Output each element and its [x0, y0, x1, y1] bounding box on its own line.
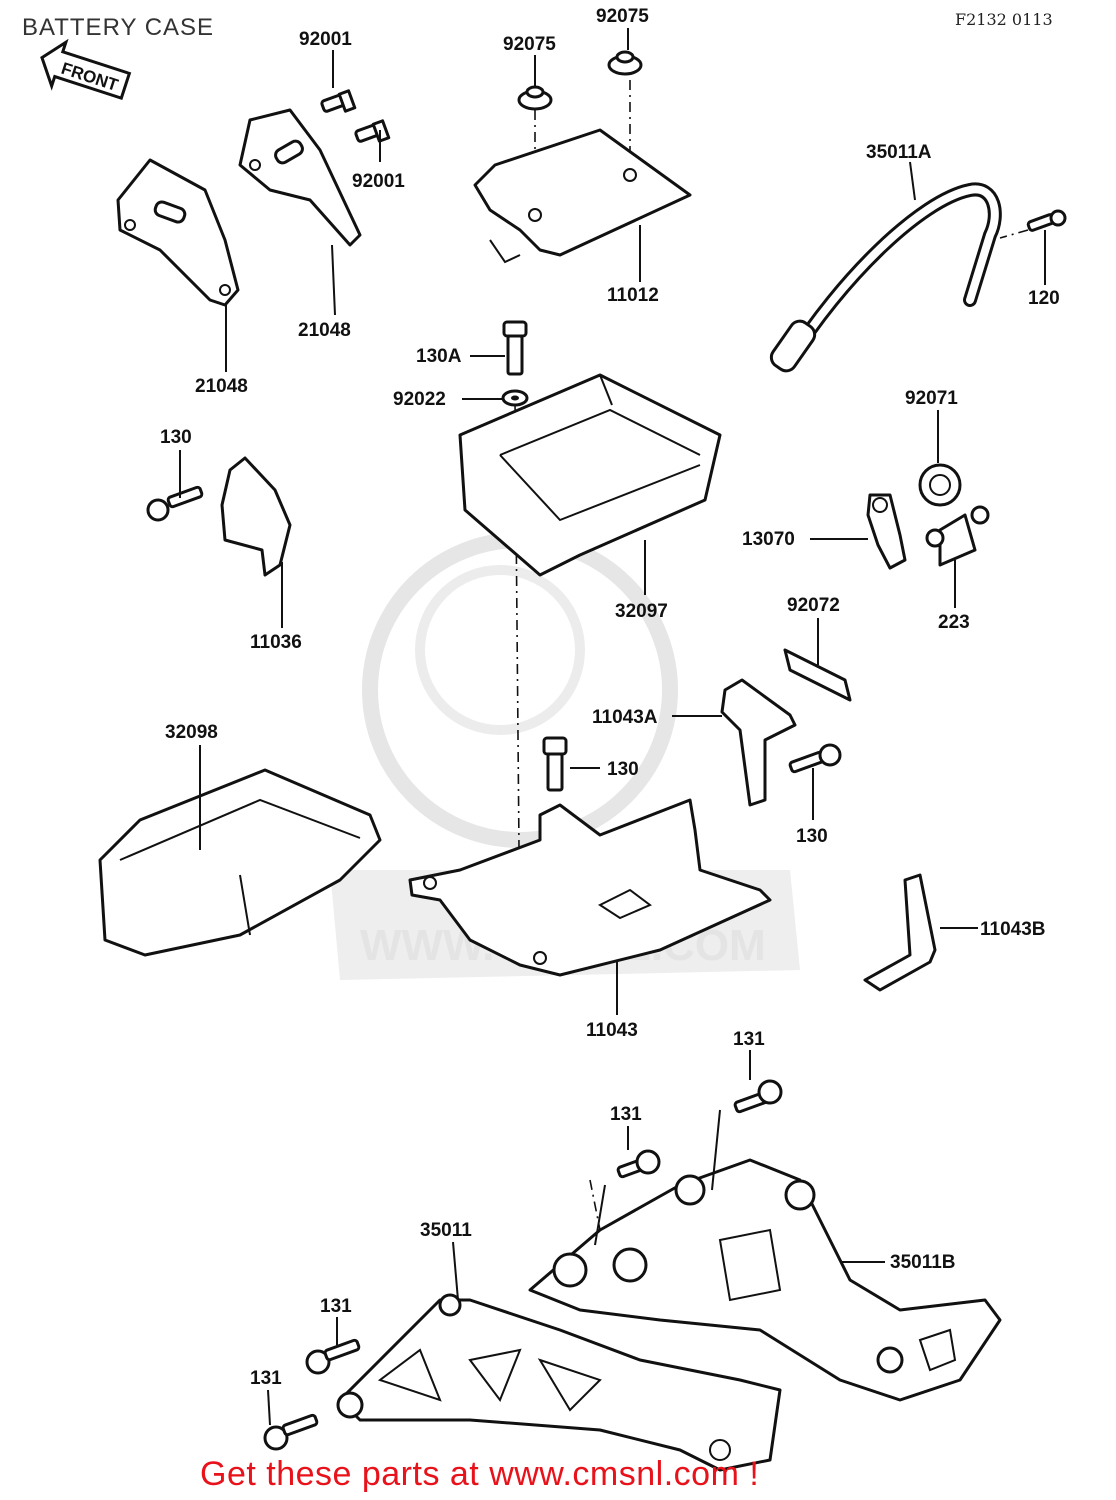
label-92001-b: 92001: [352, 171, 405, 192]
label-92072: 92072: [787, 595, 840, 616]
bracket-11043B: [863, 873, 937, 992]
leader-lines: [179, 28, 1046, 1426]
label-13070: 13070: [742, 529, 795, 550]
bolt-92001-a: [320, 89, 357, 113]
assembly-centerlines: [514, 80, 1029, 1231]
label-130-right: 130: [796, 826, 828, 847]
cover-11012: [473, 128, 692, 264]
washer-92022: [501, 389, 529, 407]
terminal-13070: [866, 493, 907, 570]
drawing-reference: F2132 0113: [955, 10, 1053, 29]
footer-link-text[interactable]: Get these parts at www.cmsnl.com !: [200, 1455, 760, 1493]
label-131-b: 131: [610, 1104, 642, 1125]
bracket-21048-right: [238, 108, 362, 247]
label-32097: 32097: [615, 601, 668, 622]
bolt-130-left: [146, 485, 204, 522]
label-35011: 35011: [420, 1220, 472, 1241]
label-11036: 11036: [250, 632, 302, 653]
bolt-130-right: [788, 743, 842, 774]
label-35011B: 35011B: [890, 1252, 956, 1273]
bolt-131-c: [305, 1338, 361, 1375]
bolt-130A: [502, 320, 528, 376]
stay-rod-35011A: [769, 182, 1002, 373]
frame-bracket-35011B: [528, 1158, 1002, 1402]
bracket-11043: [408, 798, 772, 977]
bolt-131-d: [263, 1413, 319, 1451]
grommet-92075-a: [517, 85, 553, 111]
battery-case-32097: [458, 373, 722, 577]
label-92075-a: 92075: [503, 34, 556, 55]
label-131-c: 131: [320, 1296, 352, 1317]
label-11012: 11012: [607, 285, 659, 306]
label-130A: 130A: [416, 346, 462, 367]
label-130-left: 130: [160, 427, 192, 448]
front-arrow-icon: FRONT: [40, 38, 132, 101]
label-120: 120: [1028, 288, 1060, 309]
label-35011A: 35011A: [866, 142, 932, 163]
screw-223: [925, 505, 990, 567]
bolt-92001-b: [354, 119, 391, 143]
label-223: 223: [938, 612, 970, 633]
bracket-21048-left: [116, 158, 240, 307]
label-11043: 11043: [586, 1020, 638, 1041]
label-11043B: 11043B: [980, 919, 1046, 940]
bolt-131-b: [616, 1149, 661, 1179]
label-11043A: 11043A: [592, 707, 658, 728]
page-title: BATTERY CASE: [22, 14, 215, 41]
damper-92071: [918, 463, 962, 507]
label-32098: 32098: [165, 722, 218, 743]
battery-case-32098: [98, 768, 382, 957]
label-131-d: 131: [250, 1368, 282, 1389]
label-92075-b: 92075: [596, 6, 649, 27]
bolt-130-center: [542, 736, 568, 792]
bracket-11043A: [720, 678, 797, 807]
frame-bracket-35011: [336, 1293, 782, 1472]
grommet-92075-b: [607, 50, 643, 76]
label-131-a: 131: [733, 1029, 765, 1050]
bolt-120: [1026, 209, 1067, 232]
part-labels: 92001 92001 92075 92075 35011A 21048 210…: [160, 6, 1060, 1389]
label-92022: 92022: [393, 389, 446, 410]
bolt-131-a: [733, 1079, 783, 1114]
label-92001-a: 92001: [299, 29, 352, 50]
label-21048-b: 21048: [298, 320, 351, 341]
label-92071: 92071: [905, 388, 958, 409]
pad-92072: [783, 648, 852, 702]
label-130-center: 130: [607, 759, 639, 780]
clamp-11036: [220, 456, 292, 577]
label-21048-a: 21048: [195, 376, 248, 397]
